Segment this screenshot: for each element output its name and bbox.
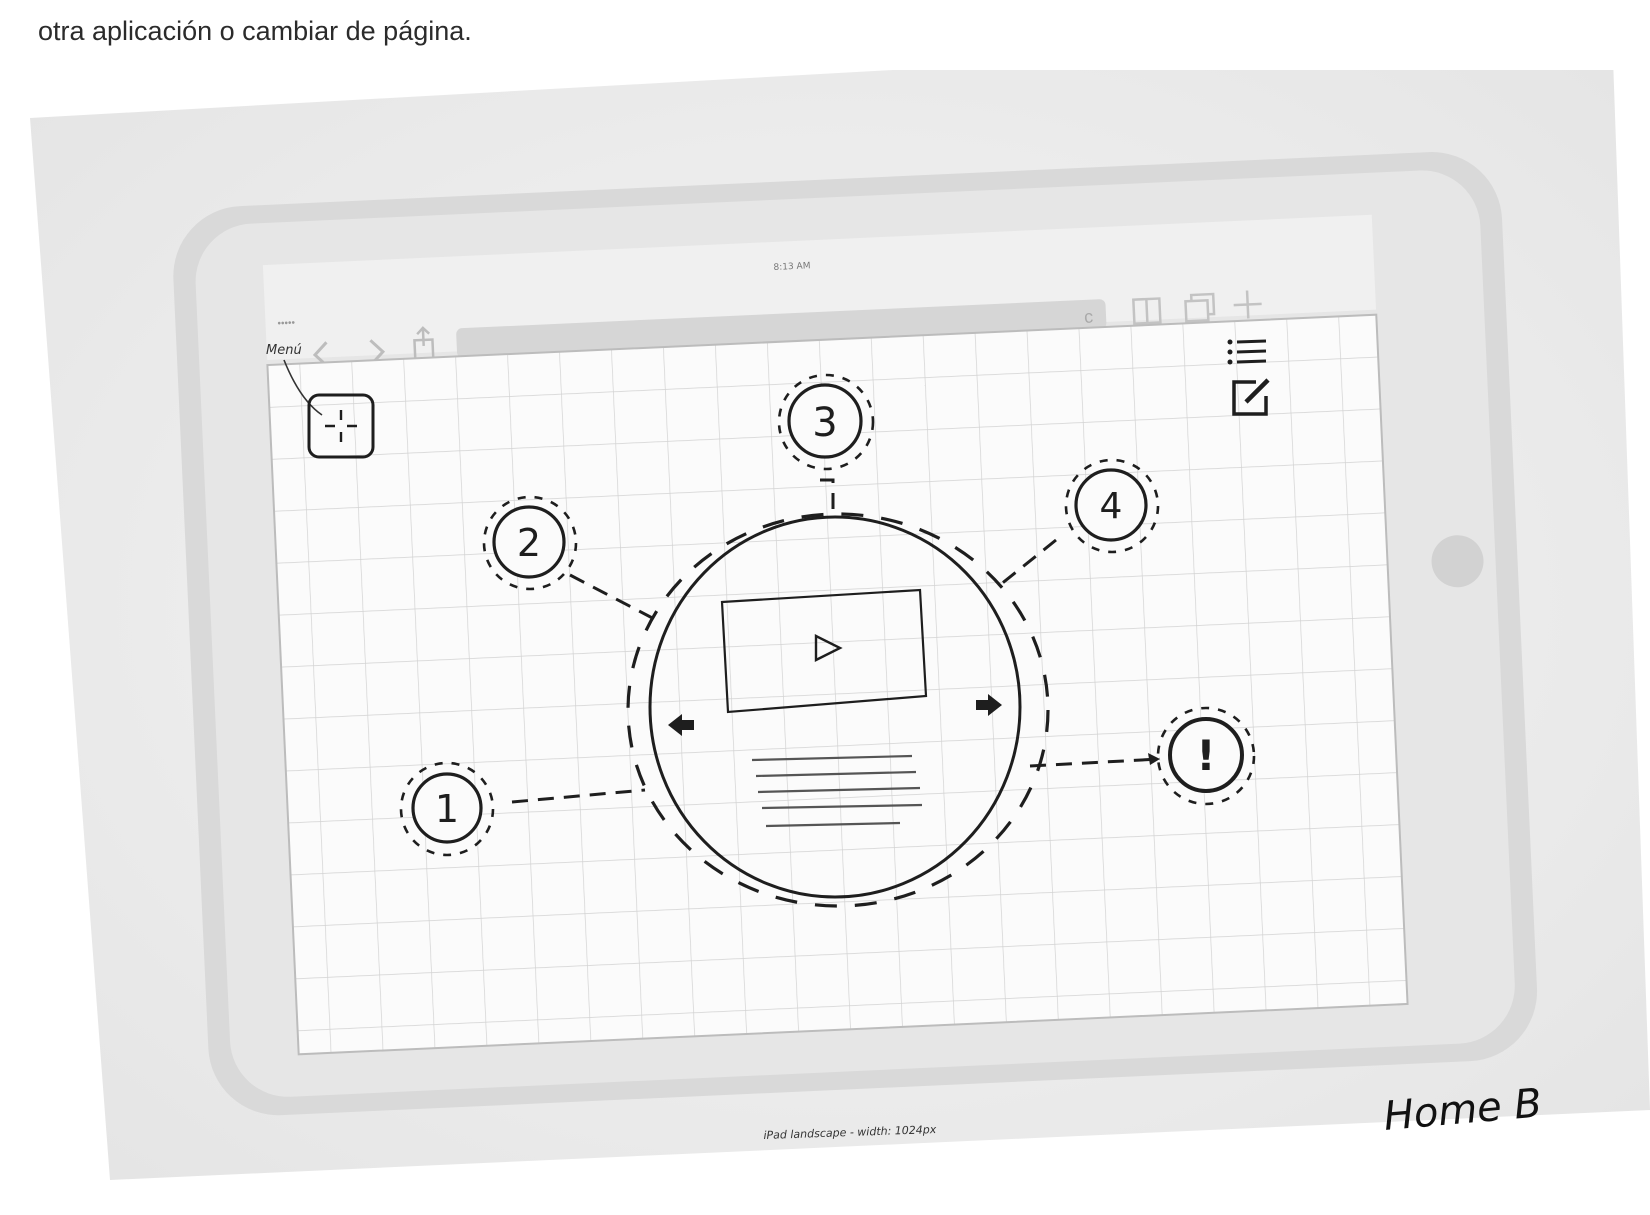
menu-label: Menú [266,343,302,358]
node-4[interactable]: 4 [1064,458,1160,554]
address-bar[interactable] [456,299,1107,359]
reload-icon[interactable]: c [1084,307,1094,327]
bookmarks-icon[interactable] [1132,297,1162,325]
text-placeholder-lines [751,754,923,828]
browser-toolbar [262,214,1377,361]
signal-indicator: ••••• [277,318,295,330]
hero-circle [626,512,1050,908]
list-icon[interactable] [1227,339,1267,365]
new-tab-icon[interactable] [1233,290,1262,319]
video-placeholder[interactable] [720,588,928,714]
tabs-icon[interactable] [1184,292,1216,323]
status-time: 8:13 AM [773,261,810,273]
play-icon[interactable] [814,634,843,662]
node-2-label: 2 [517,521,541,565]
home-button [1431,535,1484,588]
crosshair-icon[interactable] [307,393,375,459]
sketch-photo: 8:13 AM ••••• c [0,70,1650,1215]
alert-icon[interactable]: ! [1156,706,1256,806]
node-connectors [511,478,1161,804]
carousel-prev-icon[interactable] [668,714,694,736]
node-4-label: 4 [1100,486,1123,527]
caption-text: otra aplicación o cambiar de página. [38,16,472,46]
node-1-label: 1 [435,787,459,831]
edit-icon[interactable] [1232,378,1270,416]
node-3[interactable]: 3 [777,373,875,471]
footer-label: iPad landscape - width: 1024px [763,1123,937,1142]
alert-label: ! [1196,731,1215,780]
carousel-next-icon[interactable] [976,694,1002,716]
sketch-svg: 8:13 AM ••••• c [30,70,1650,1180]
node-1[interactable]: 1 [399,761,495,857]
node-2[interactable]: 2 [482,495,578,591]
node-3-label: 3 [812,400,837,446]
